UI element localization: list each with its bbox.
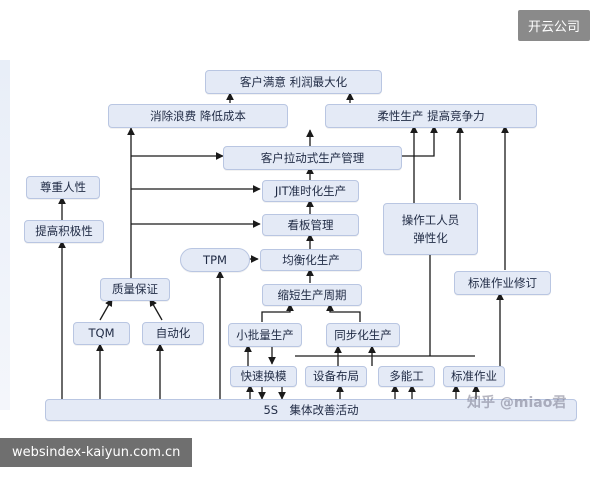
node-kanban: 看板管理 xyxy=(262,214,359,236)
node-motivation: 提高积极性 xyxy=(24,220,104,243)
node-operators-line1: 操作工人员 xyxy=(401,212,460,227)
node-eliminate-waste: 消除浪费 降低成本 xyxy=(108,104,288,128)
node-multi-skill: 多能工 xyxy=(378,366,435,387)
node-standard-work: 标准作业 xyxy=(443,366,505,387)
node-customer-satisfaction: 客户满意 利润最大化 xyxy=(205,70,382,94)
arrow-tqm-to-quality xyxy=(99,298,113,321)
node-respect: 尊重人性 xyxy=(26,176,100,199)
node-quick-changeover: 快速换模 xyxy=(230,366,297,387)
arrow-jidoka-to-quality xyxy=(149,298,163,321)
node-jidoka: 自动化 xyxy=(142,322,204,345)
left-edge-band xyxy=(0,60,10,410)
node-equipment-layout: 设备布局 xyxy=(305,366,367,387)
node-sync-production: 同步化生产 xyxy=(326,323,400,347)
line-pull-to-operators xyxy=(400,125,438,157)
arrow-sync-to-shorten xyxy=(326,303,361,322)
node-leveling: 均衡化生产 xyxy=(260,249,362,271)
node-jit: JIT准时化生产 xyxy=(262,180,359,202)
node-quality: 质量保证 xyxy=(100,278,170,301)
footer-url[interactable]: websindex-kaiyun.com.cn xyxy=(0,438,193,467)
node-flexible-production: 柔性生产 提高竞争力 xyxy=(325,104,537,128)
brand-watermark: 开云公司 xyxy=(517,10,590,41)
node-small-batch: 小批量生产 xyxy=(228,323,302,347)
node-standard-revision: 标准作业修订 xyxy=(454,271,551,295)
node-foundation: 5S 集体改善活动 xyxy=(45,399,577,421)
node-tpm: TPM xyxy=(180,248,250,272)
node-tqm: TQM xyxy=(73,322,130,345)
node-operators: 操作工人员 弹性化 xyxy=(383,203,478,255)
zhihu-watermark: 知乎 @miao君 xyxy=(467,395,567,411)
node-shorten-cycle: 缩短生产周期 xyxy=(262,284,362,306)
arrow-batch-to-shorten xyxy=(261,303,294,322)
node-pull-production: 客户拉动式生产管理 xyxy=(223,146,402,170)
node-operators-line2: 弹性化 xyxy=(413,231,448,245)
